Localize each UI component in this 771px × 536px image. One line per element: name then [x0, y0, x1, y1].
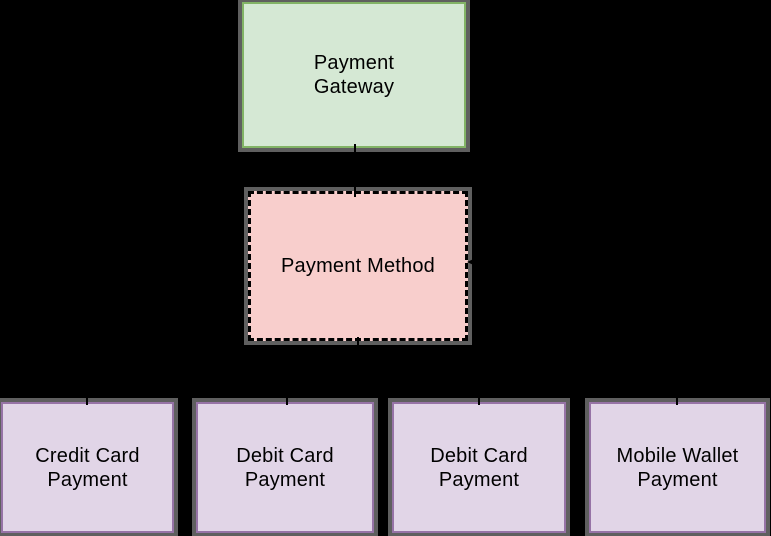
node-debit-card-payment-1-label: Debit Card Payment — [236, 444, 334, 491]
node-credit-card-payment[interactable]: Credit Card Payment — [1, 402, 174, 533]
arrowhead-into-method — [467, 257, 478, 267]
node-mobile-wallet-payment[interactable]: Mobile Wallet Payment — [589, 402, 766, 533]
node-debit-card-payment-2[interactable]: Debit Card Payment — [392, 402, 566, 533]
node-payment-gateway-label: Payment Gateway — [313, 52, 395, 98]
node-payment-method-label: Payment Method — [281, 255, 435, 277]
node-payment-gateway[interactable]: Payment Gateway — [242, 2, 466, 148]
node-credit-card-payment-label: Credit Card Payment — [35, 444, 140, 491]
node-payment-method[interactable]: Payment Method — [248, 191, 468, 341]
node-debit-card-payment-1[interactable]: Debit Card Payment — [196, 402, 374, 533]
node-debit-card-payment-2-label: Debit Card Payment — [430, 444, 528, 491]
edge-method-options — [86, 337, 678, 405]
node-mobile-wallet-payment-label: Mobile Wallet Payment — [616, 444, 739, 491]
